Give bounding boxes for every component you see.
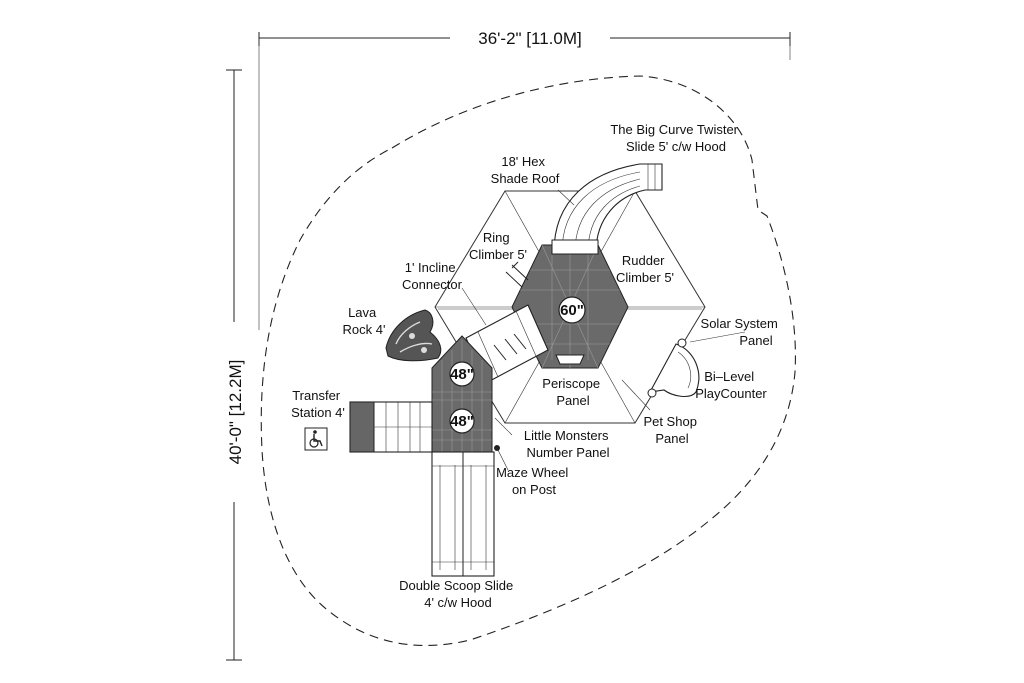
maze-wheel-post[interactable] — [494, 445, 500, 451]
leader-lines — [461, 189, 746, 471]
label-periscope-panel: Periscope Panel — [542, 376, 603, 408]
depth-dimension-label: 40'-0" [12.2M] — [226, 360, 245, 465]
depth-dimension: 40'-0" [12.2M] — [222, 69, 246, 661]
width-dimension-label: 36'-2" [11.0M] — [478, 29, 581, 48]
tower-deck: 48" 48" — [431, 335, 493, 453]
label-big-curve-twister: The Big Curve Twister Slide 5' c/w Hood — [610, 122, 741, 154]
tower-upper-height: 48" — [450, 366, 474, 383]
label-incline-connector: 1' Incline Connector — [402, 260, 463, 292]
label-bilevel-playcounter: Bi–Level PlayCounter — [695, 369, 767, 401]
width-dimension: 36'-2" [11.0M] — [258, 26, 791, 48]
double-scoop-slide[interactable] — [431, 451, 495, 577]
big-curve-twister-slide[interactable] — [551, 163, 663, 255]
hex-deck-height: 60" — [560, 302, 584, 319]
label-maze-wheel: Maze Wheel on Post — [496, 465, 572, 497]
use-zone-boundary — [260, 75, 796, 647]
label-transfer-station: Transfer Station 4' — [291, 388, 345, 420]
ring-climber[interactable] — [505, 261, 529, 288]
label-double-scoop-slide: Double Scoop Slide 4' c/w Hood — [399, 578, 517, 610]
lava-rock-climber[interactable] — [385, 309, 442, 362]
label-pet-shop-panel: Pet Shop Panel — [643, 414, 700, 446]
transfer-station[interactable] — [349, 401, 433, 453]
label-ring-climber: Ring Climber 5' — [469, 230, 527, 262]
periscope-panel[interactable] — [555, 354, 585, 365]
tower-lower-height: 48" — [450, 413, 474, 430]
label-lava-rock: Lava Rock 4' — [343, 305, 386, 337]
wheelchair-icon — [304, 427, 328, 451]
bilevel-playcounter[interactable] — [647, 338, 700, 398]
label-rudder-climber: Rudder Climber 5' — [616, 253, 674, 285]
label-solar-system-panel: Solar System Panel — [701, 316, 782, 348]
label-hex-shade-roof: 18' Hex Shade Roof — [491, 154, 560, 186]
label-little-monsters-panel: Little Monsters Number Panel — [524, 428, 612, 460]
labels: The Big Curve Twister Slide 5' c/w Hood … — [291, 122, 782, 610]
